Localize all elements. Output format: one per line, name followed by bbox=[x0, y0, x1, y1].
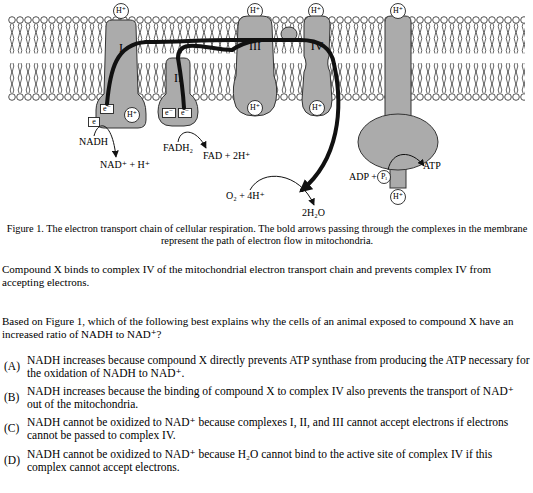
option-text: NADH increases because the binding of co… bbox=[27, 385, 530, 411]
molecule-label: NAD⁺ + H⁺ bbox=[100, 159, 150, 171]
proton-circle-shape bbox=[125, 108, 140, 123]
electron-box: e bbox=[88, 117, 100, 127]
proton-circle: H⁺ bbox=[113, 3, 129, 19]
electron-box-shape bbox=[163, 109, 176, 118]
node-text: e⁻ bbox=[181, 109, 189, 117]
molecule-label: FADH₂ bbox=[163, 142, 193, 154]
proton-circle: H⁺ bbox=[124, 107, 140, 123]
complex-iv-shape bbox=[302, 16, 332, 116]
complex-ii-shape bbox=[158, 58, 198, 126]
electron-box: e⁻ bbox=[162, 108, 176, 118]
question-stem: Based on Figure 1, which of the followin… bbox=[2, 315, 532, 340]
option-text: NADH increases because compound X direct… bbox=[27, 354, 530, 380]
molecule-label: FAD + 2H⁺ bbox=[203, 150, 250, 162]
proton-circle-shape bbox=[391, 4, 406, 19]
node-text: e⁻ bbox=[165, 109, 173, 117]
proton-circle: H⁺ bbox=[309, 100, 325, 116]
complex-iii: IIIH⁺ bbox=[232, 16, 278, 116]
node-text: H⁺ bbox=[393, 7, 403, 15]
molecule-label: 2H₂O bbox=[302, 207, 325, 219]
node-text: H⁺ bbox=[127, 111, 137, 119]
proton-circle-shape bbox=[391, 190, 406, 205]
electron-flow-connector bbox=[178, 46, 232, 58]
option-text: NADH cannot be oxidized to NAD⁺ because … bbox=[27, 448, 530, 474]
electron-box-shape bbox=[89, 118, 100, 127]
molecule-label: ATP bbox=[423, 160, 441, 172]
proton-circle: H⁺ bbox=[247, 100, 263, 116]
node-text: e⁻ bbox=[103, 105, 111, 113]
node-text: e bbox=[92, 118, 96, 126]
atp-synthase-stalk bbox=[385, 16, 411, 118]
figure-caption: Figure 1. The electron transport chain o… bbox=[2, 223, 532, 247]
electron-box-shape bbox=[179, 109, 192, 118]
proton-circle-shape bbox=[248, 101, 263, 116]
node-text: H⁺ bbox=[250, 104, 260, 112]
reaction-arrow bbox=[388, 154, 424, 170]
electron-box-shape bbox=[101, 105, 114, 114]
question-stem: Compound X binds to complex IV of the mi… bbox=[2, 263, 532, 288]
proton-circle: H⁺ bbox=[390, 189, 406, 205]
node-text: H⁺ bbox=[393, 193, 403, 201]
complex-i-shape bbox=[96, 20, 146, 128]
complex-iv: IVH⁺ bbox=[300, 16, 334, 116]
complex-iii-shape bbox=[233, 16, 276, 116]
electron-flow-connector bbox=[146, 40, 232, 42]
option-letter: (A) bbox=[4, 360, 20, 373]
node-text: H⁺ bbox=[116, 7, 126, 15]
node-text: II bbox=[158, 72, 198, 84]
node-text: H⁺ bbox=[312, 104, 322, 112]
molecule-label: NADH bbox=[79, 136, 108, 148]
node-text: Pᵢ bbox=[381, 173, 387, 181]
node-text: H⁺ bbox=[250, 7, 260, 15]
option-letter: (C) bbox=[4, 422, 19, 435]
node-text: H⁺ bbox=[311, 7, 321, 15]
molecule-label: O₂ + 4H⁺ bbox=[226, 190, 265, 202]
option-letter: (D) bbox=[4, 454, 20, 467]
molecule-label: ADP + bbox=[349, 171, 377, 183]
proton-circle-shape bbox=[310, 101, 325, 116]
proton-circle-shape bbox=[114, 4, 129, 19]
phosphate-circle-shape bbox=[378, 171, 391, 184]
option-letter: (B) bbox=[4, 391, 19, 404]
complex-i: Ie⁻H⁺ bbox=[96, 18, 146, 128]
arrow-layer bbox=[0, 0, 533, 215]
proton-circle: H⁺ bbox=[390, 3, 406, 19]
electron-flow-connector bbox=[278, 38, 300, 42]
phosphate-circle: Pᵢ bbox=[377, 170, 391, 184]
option-text: NADH cannot be oxidized to NAD⁺ because … bbox=[27, 416, 530, 442]
